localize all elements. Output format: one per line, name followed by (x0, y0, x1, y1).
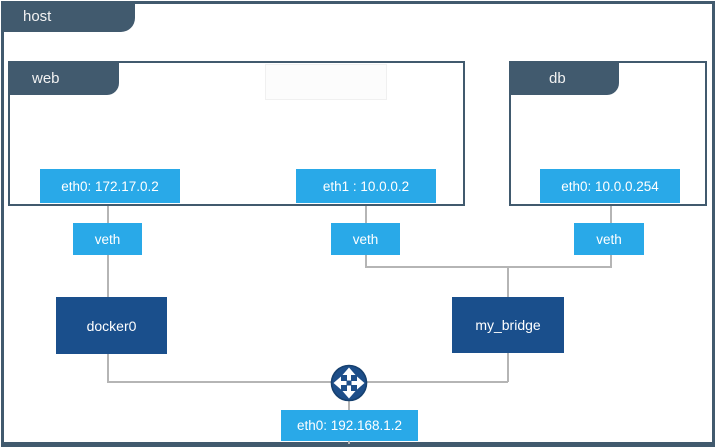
db-eth0-interface: eth0: 10.0.0.254 (540, 169, 680, 203)
connector-eth0web-veth1 (107, 203, 109, 223)
connector-hostnic-hostedge (348, 441, 350, 444)
host-label: host (23, 8, 52, 25)
connector-bus-mybridge (507, 267, 509, 297)
docker0-bridge: docker0 (56, 297, 167, 354)
host-eth0-interface: eth0: 192.168.1.2 (281, 410, 418, 441)
connector-eth1web-veth2 (365, 203, 367, 223)
connector-mybridge-router (366, 381, 508, 383)
connector-veth1-docker0 (107, 255, 109, 297)
veth-node-2: veth (331, 223, 400, 255)
connector-mybridge-down (507, 353, 509, 382)
host-tab: host (1, 1, 135, 32)
router-icon (330, 364, 368, 402)
web-eth0-interface: eth0: 172.17.0.2 (40, 169, 180, 203)
connector-veth3-down (610, 255, 612, 267)
db-label: db (549, 69, 566, 87)
connector-eth0db-veth3 (610, 203, 612, 223)
ghost-rectangle (265, 64, 387, 100)
connector-veth2-veth3-bus (365, 266, 612, 268)
connector-docker0-router (107, 381, 332, 383)
web-label: web (32, 69, 60, 87)
web-eth1-interface: eth1 : 10.0.0.2 (296, 169, 436, 203)
web-tab: web (8, 61, 119, 95)
connector-veth2-down (365, 255, 367, 268)
veth-node-1: veth (73, 223, 142, 255)
connector-router-hostnic (348, 400, 350, 410)
connector-docker0-down (107, 354, 109, 382)
veth-node-3: veth (574, 223, 644, 255)
my-bridge-bridge: my_bridge (452, 297, 564, 353)
db-tab: db (509, 61, 619, 95)
